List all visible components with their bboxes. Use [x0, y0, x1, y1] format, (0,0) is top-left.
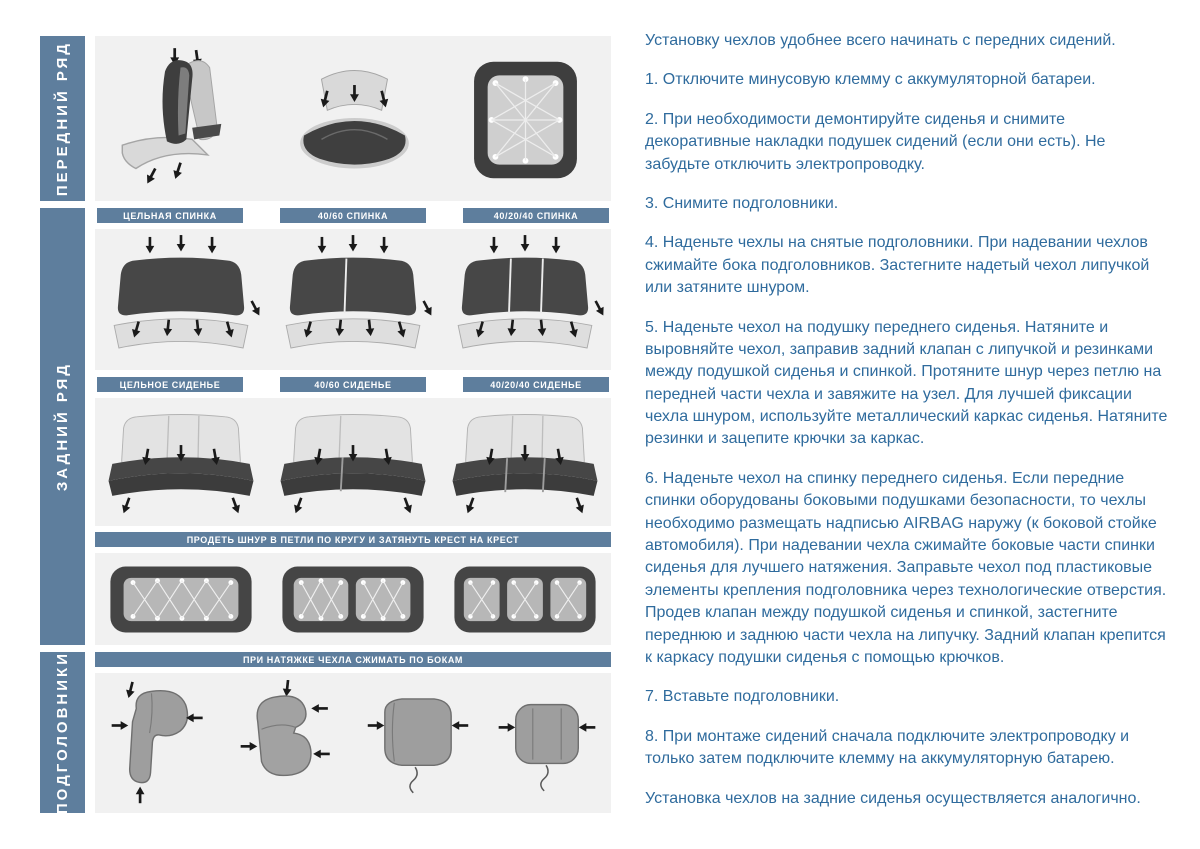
- lacing-4060-figure: [282, 566, 424, 632]
- front-seat-back-lacing-figure: [473, 61, 577, 178]
- headrest-curved-figure: [111, 680, 203, 803]
- headrest-panel: [95, 673, 611, 813]
- rail-back-row-label: ЗАДНИЙ РЯД: [54, 361, 71, 492]
- rail-front-row-label: ПЕРЕДНИЙ РЯД: [54, 40, 71, 197]
- label-solid-backrest: ЦЕЛЬНАЯ СПИНКА: [97, 208, 243, 223]
- rail-headrests: ПОДГОЛОВНИКИ: [40, 650, 85, 815]
- instruction-step-2: 2. При необходимости демонтируйте сидень…: [645, 110, 1106, 173]
- bench-backrest-solid-figure: [113, 234, 261, 349]
- headrest-cylindrical-figure: [367, 697, 468, 793]
- instruction-outro: Установка чехлов на задние сиденья осуще…: [645, 789, 1141, 807]
- headrest-square-figure: [498, 703, 595, 791]
- label-4060-backrest: 40/60 СПИНКА: [280, 208, 426, 223]
- instruction-step-8: 8. При монтаже сидений сначала подключит…: [645, 727, 1130, 768]
- bench-backrest-402040-figure: [457, 234, 605, 349]
- front-row-panel: [95, 36, 611, 201]
- bench-cushion-solid-figure: [108, 414, 254, 515]
- rail-headrests-label: ПОДГОЛОВНИКИ: [54, 650, 71, 815]
- backrest-panel: [95, 229, 611, 370]
- lacing-402040-figure: [454, 566, 596, 632]
- cushion-label-row: ЦЕЛЬНОЕ СИДЕНЬЕ 40/60 СИДЕНЬЕ 40/20/40 С…: [95, 377, 611, 392]
- bench-backrest-4060-figure: [285, 234, 433, 349]
- backrest-label-row: ЦЕЛЬНАЯ СПИНКА 40/60 СПИНКА 40/20/40 СПИ…: [95, 208, 611, 223]
- label-402040-cushion: 40/20/40 СИДЕНЬЕ: [463, 377, 609, 392]
- cord-instruction-bar: ПРОДЕТЬ ШНУР В ПЕТЛИ ПО КРУГУ И ЗАТЯНУТЬ…: [95, 532, 611, 547]
- label-402040-backrest: 40/20/40 СПИНКА: [463, 208, 609, 223]
- front-seat-side-figure: [121, 47, 221, 186]
- cord-lacing-panel: [95, 553, 611, 645]
- instruction-step-3: 3. Снимите подголовники.: [645, 194, 839, 212]
- cushion-panel: [95, 398, 611, 526]
- label-solid-cushion: ЦЕЛЬНОЕ СИДЕНЬЕ: [97, 377, 243, 392]
- instruction-intro: Установку чехлов удобнее всего начинать …: [645, 32, 1116, 49]
- instruction-step-4: 4. Наденьте чехлы на снятые подголовники…: [645, 234, 1150, 297]
- bench-cushion-402040-figure: [452, 414, 598, 515]
- instruction-step-7: 7. Вставьте подголовники.: [645, 688, 840, 706]
- headrest-folded-cover-figure: [240, 679, 330, 776]
- bench-cushion-4060-figure: [280, 414, 426, 515]
- instruction-text-column: Установку чехлов удобнее всего начинать …: [645, 30, 1169, 827]
- headrest-instruction-bar: ПРИ НАТЯЖКЕ ЧЕХЛА СЖИМАТЬ ПО БОКАМ: [95, 652, 611, 667]
- rail-back-row: ЗАДНИЙ РЯД: [40, 208, 85, 645]
- label-4060-cushion: 40/60 СИДЕНЬЕ: [280, 377, 426, 392]
- instruction-step-6: 6. Наденьте чехол на спинку переднего си…: [645, 469, 1167, 666]
- instruction-step-1: 1. Отключите минусовую клемму с аккумуля…: [645, 71, 1096, 89]
- lacing-solid-figure: [110, 566, 252, 632]
- front-seat-cushion-figure: [299, 69, 409, 168]
- instruction-step-5: 5. Наденьте чехол на подушку переднего с…: [645, 318, 1168, 448]
- rail-front-row: ПЕРЕДНИЙ РЯД: [40, 36, 85, 201]
